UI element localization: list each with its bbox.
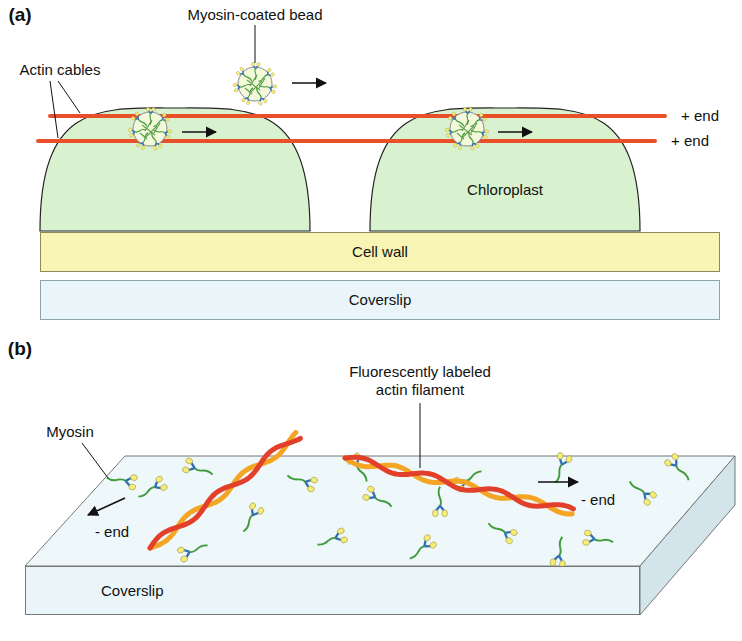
myosin-molecule — [258, 81, 277, 94]
coverslip-band: Coverslip — [40, 280, 720, 320]
callout-label: Myosin — [46, 423, 94, 441]
myosin-molecule — [468, 113, 487, 130]
chloroplast: Chloroplast — [370, 108, 640, 231]
myosin-molecule — [405, 533, 438, 564]
motion-arrow — [498, 131, 532, 133]
motion-arrow — [538, 481, 578, 483]
myosin-molecule — [548, 452, 573, 485]
myosin-molecule — [106, 470, 138, 490]
myosin-molecule — [453, 131, 469, 150]
myosin-molecule — [251, 62, 260, 80]
myosin-molecule — [256, 68, 275, 85]
coverslip-top — [25, 456, 735, 566]
coverslip-side — [640, 456, 735, 615]
actin-filament — [345, 457, 573, 509]
callout-label: Myosin-coated bead — [187, 6, 322, 24]
coverslip-slab: Coverslip — [25, 566, 640, 615]
myosin-molecule — [253, 86, 268, 105]
end-label: - end — [581, 491, 615, 509]
callout-label: Fluorescently labeled actin filament — [340, 363, 500, 399]
myosin-molecule — [432, 487, 447, 517]
panel-label: (b) — [8, 338, 32, 361]
chloroplast-shape — [370, 108, 640, 231]
myosin-molecule — [236, 67, 255, 85]
callout-label: Actin cables — [20, 61, 101, 79]
myosin-molecule — [445, 125, 464, 137]
motion-arrow — [88, 498, 125, 515]
myosin-molecule — [148, 131, 163, 150]
cell-wall-band: Cell wall — [40, 232, 720, 272]
leader-line — [50, 81, 58, 138]
myosin-molecule — [131, 112, 150, 130]
myosin-molecule — [237, 502, 265, 536]
myosin-molecule — [463, 107, 472, 125]
node-text: Cell wall — [352, 243, 408, 261]
myosin-molecule — [448, 112, 467, 130]
myosin-molecule — [177, 538, 210, 563]
myosin-molecule — [465, 131, 480, 150]
node-text: Chloroplast — [467, 181, 543, 199]
myosin-molecule — [128, 125, 147, 137]
myosin-molecule — [663, 452, 694, 485]
myosin-molecule — [233, 80, 252, 92]
chloroplast-shape — [40, 108, 310, 231]
end-label: - end — [95, 523, 129, 541]
myosin-molecule — [146, 107, 155, 125]
leader-line — [255, 25, 256, 63]
end-label: + end — [681, 107, 719, 125]
actin-filament — [150, 438, 300, 548]
panel-label: (a) — [8, 4, 31, 27]
myosin-molecule — [135, 475, 169, 503]
node-text: Coverslip — [349, 291, 412, 309]
node-text: Coverslip — [101, 582, 164, 600]
myosin-molecule — [182, 457, 215, 482]
myosin-molecule — [151, 113, 170, 130]
actin-cable — [38, 139, 655, 143]
myosin-bead — [233, 62, 277, 105]
end-label: + end — [671, 132, 709, 150]
myosin-molecule — [550, 536, 570, 568]
leader-line — [420, 403, 421, 468]
myosin-molecule — [625, 476, 658, 507]
myosin-molecule — [136, 131, 152, 150]
myosin-bead — [128, 107, 172, 150]
myosin-molecule — [485, 517, 519, 545]
motion-arrow — [292, 82, 326, 84]
myosin-molecule — [470, 126, 489, 139]
motion-arrow — [182, 131, 216, 133]
myosin-molecule — [285, 468, 318, 493]
myosin-molecule — [153, 126, 172, 139]
leader-line — [82, 443, 108, 478]
myosin-molecule — [582, 530, 614, 550]
leader-line — [58, 81, 80, 113]
myosin-molecule — [362, 485, 396, 513]
myosin-molecule — [315, 527, 348, 552]
myosin-molecule — [241, 86, 257, 105]
myosin-bead — [445, 107, 489, 150]
